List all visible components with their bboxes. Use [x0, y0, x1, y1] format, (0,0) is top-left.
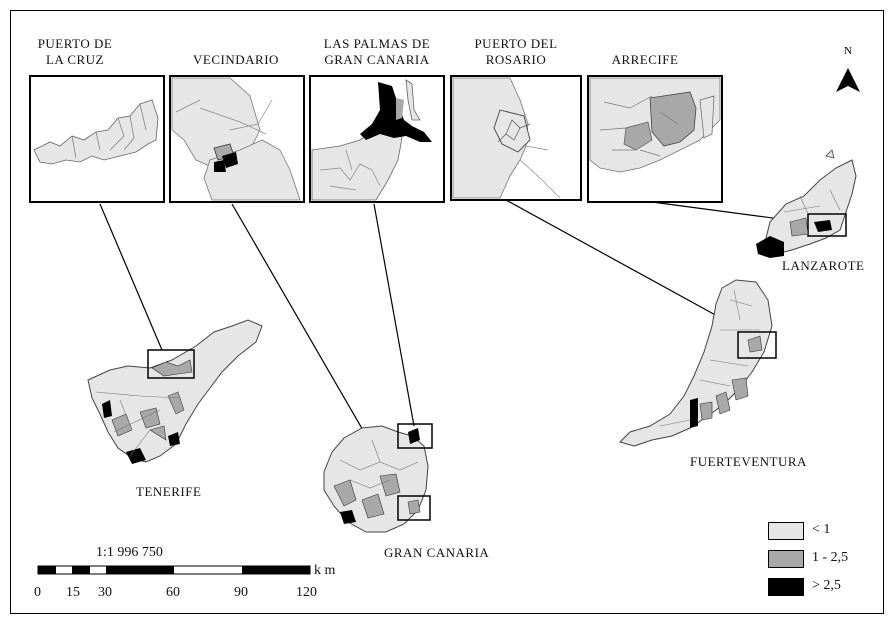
inset-label-puerto-del-rosario: PUERTO DEL ROSARIO	[474, 36, 558, 67]
scale-tick-90: 90	[234, 585, 248, 600]
scale-tick-60: 60	[166, 585, 180, 600]
inset-box-arrecife	[587, 75, 723, 203]
label-tenerife: TENERIFE	[136, 484, 201, 499]
map-frame	[10, 10, 884, 614]
inset-box-puerto-de-la-cruz	[29, 75, 165, 203]
north-label: N	[844, 45, 852, 57]
inset-label-puerto-de-la-cruz: PUERTO DE LA CRUZ	[37, 36, 113, 67]
inset-label-arrecife: ARRECIFE	[611, 52, 679, 67]
scale-tick-15: 15	[66, 585, 80, 600]
island-lanzarote	[756, 149, 857, 258]
island-fuerteventura	[619, 279, 777, 447]
scale-tick-0: 0	[34, 585, 41, 600]
legend-swatch-high	[768, 578, 804, 596]
scale-unit: k m	[314, 563, 336, 578]
inset-label-vecindario: VECINDARIO	[193, 52, 279, 67]
scale-bar	[37, 565, 311, 575]
legend-swatch-mid	[768, 550, 804, 568]
island-gran-canaria	[323, 423, 433, 533]
island-tenerife	[87, 319, 263, 464]
scale-ratio: 1:1 996 750	[96, 545, 163, 560]
legend-label-low: < 1	[812, 522, 831, 537]
inset-box-las-palmas	[309, 75, 445, 203]
label-lanzarote: LANZAROTE	[782, 258, 865, 273]
inset-box-puerto-del-rosario	[450, 75, 582, 201]
inset-box-vecindario	[169, 75, 305, 203]
legend-label-high: > 2,5	[812, 578, 841, 593]
scale-tick-30: 30	[98, 585, 112, 600]
scale-tick-120: 120	[296, 585, 317, 600]
label-fuerteventura: FUERTEVENTURA	[690, 454, 807, 469]
legend-swatch-low	[768, 522, 804, 540]
inset-label-las-palmas: LAS PALMAS DE GRAN CANARIA	[323, 36, 431, 67]
label-gran-canaria: GRAN CANARIA	[384, 545, 489, 560]
north-arrow-icon	[836, 68, 860, 92]
legend-label-mid: 1 - 2,5	[812, 550, 849, 565]
